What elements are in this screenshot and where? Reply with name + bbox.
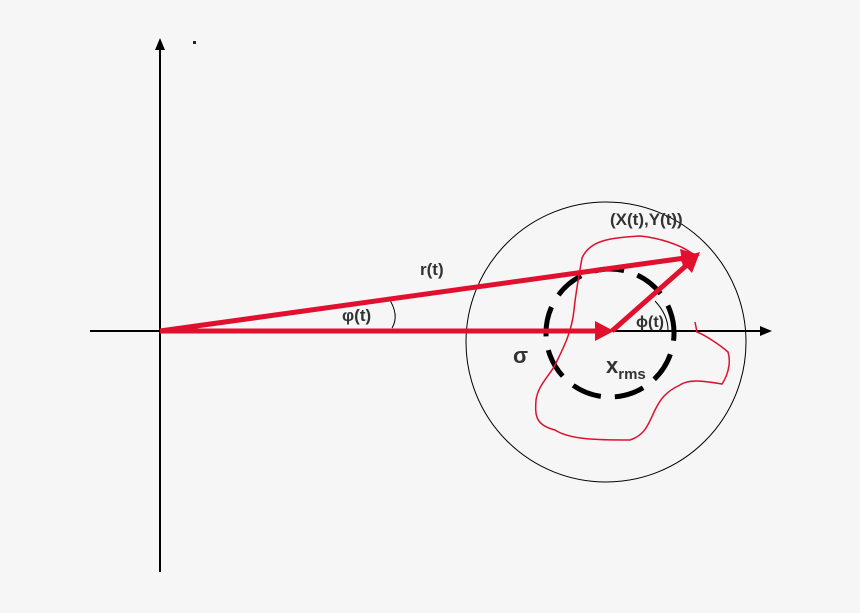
xrms-arrowhead-icon: [595, 321, 614, 341]
y-axis: [155, 38, 165, 572]
outer-circle: [465, 201, 747, 483]
label-phi: ϕ(t): [636, 314, 664, 331]
label-varphi: φ(t): [342, 306, 371, 325]
stray-dot: [193, 41, 196, 44]
label-r: r(t): [420, 260, 444, 279]
deviation-arrowhead-icon: [678, 252, 700, 273]
x-axis-arrow-icon: [760, 326, 772, 336]
rms-dashed-circle: [543, 266, 677, 400]
label-point: (X(t),Y(t)): [610, 210, 683, 229]
label-sigma: σ: [513, 343, 528, 368]
phi-angle-arc: [654, 300, 669, 331]
deviation-vector: [610, 252, 700, 333]
y-axis-arrow-icon: [155, 38, 165, 50]
trajectory-curve: [534, 235, 731, 441]
xrms-vector: [160, 321, 614, 341]
label-xrms: xrms: [606, 353, 646, 383]
